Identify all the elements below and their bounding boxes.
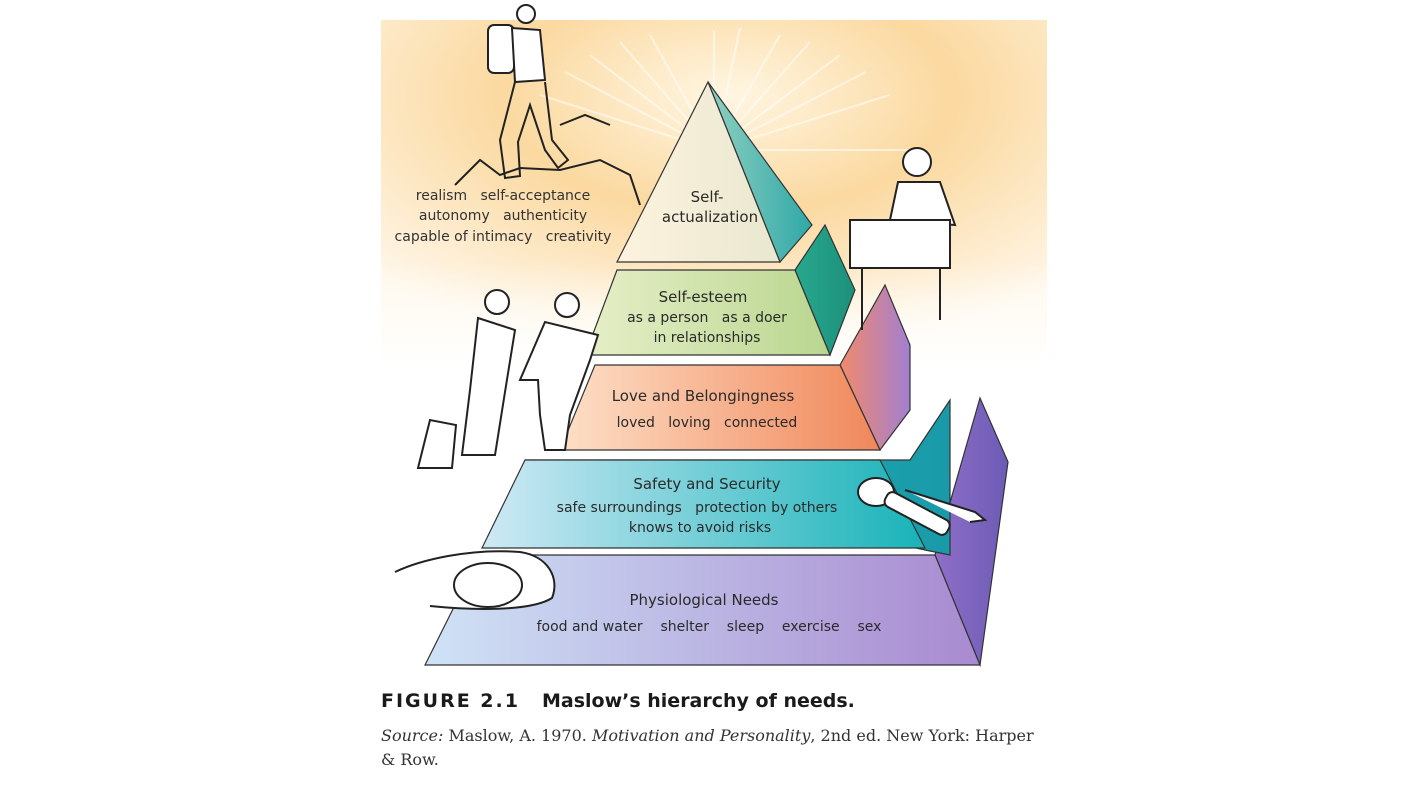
source-rest: , 2nd ed. New York: Harper & Row. bbox=[381, 726, 1034, 769]
keys-illustration bbox=[857, 477, 988, 536]
source-label: Source: bbox=[381, 726, 444, 745]
tier-love bbox=[559, 283, 911, 452]
couple-walking-illustration bbox=[416, 289, 600, 469]
trait-line-2: autonomy authenticity bbox=[419, 208, 587, 224]
figure-title: Maslow’s hierarchy of needs. bbox=[541, 690, 855, 712]
tier-self-actualization bbox=[616, 80, 813, 264]
tier-labels: Self- actualization Self-esteem as a per… bbox=[537, 188, 882, 635]
tier3-title: Love and Belongingness bbox=[612, 387, 795, 405]
figure-source: Source: Maslow, A. 1970. Motivation and … bbox=[381, 724, 1041, 772]
tier4-item-2: knows to avoid risks bbox=[629, 520, 771, 536]
figure-number: FIGURE 2.1 bbox=[381, 690, 520, 712]
tier3-item-1: loved loving connected bbox=[617, 415, 798, 431]
tier5-item-1: food and water shelter sleep exercise se… bbox=[537, 619, 882, 635]
sleeping-person-illustration bbox=[394, 550, 556, 610]
trait-line-3: capable of intimacy creativity bbox=[395, 229, 612, 245]
trait-line-1: realism self-acceptance bbox=[416, 188, 590, 204]
tier2-item-2: in relationships bbox=[654, 330, 761, 346]
hiker-illustration bbox=[454, 4, 641, 206]
speaker-at-podium-illustration bbox=[849, 147, 957, 330]
maslow-pyramid-figure: Self- actualization Self-esteem as a per… bbox=[381, 4, 1047, 668]
tier-physiological bbox=[424, 396, 1009, 668]
figure-caption: FIGURE 2.1 Maslow’s hierarchy of needs. S… bbox=[381, 690, 1041, 772]
tier1-title: Self- bbox=[691, 188, 724, 206]
tier5-title: Physiological Needs bbox=[629, 591, 778, 609]
tier-self-esteem bbox=[584, 223, 856, 357]
tier1-title-line2: actualization bbox=[662, 208, 758, 226]
caption-heading: FIGURE 2.1 Maslow’s hierarchy of needs. bbox=[381, 690, 1041, 712]
tier4-item-1: safe surroundings protection by others bbox=[557, 500, 838, 516]
tier2-item-1: as a person as a doer bbox=[627, 310, 787, 326]
self-actualization-traits: realism self-acceptance autonomy authent… bbox=[395, 188, 612, 245]
source-book: Motivation and Personality bbox=[591, 726, 811, 745]
source-author: Maslow, A. 1970. bbox=[443, 726, 592, 745]
tier-safety bbox=[481, 398, 951, 556]
tier2-title: Self-esteem bbox=[659, 288, 748, 306]
tier4-title: Safety and Security bbox=[633, 475, 780, 493]
